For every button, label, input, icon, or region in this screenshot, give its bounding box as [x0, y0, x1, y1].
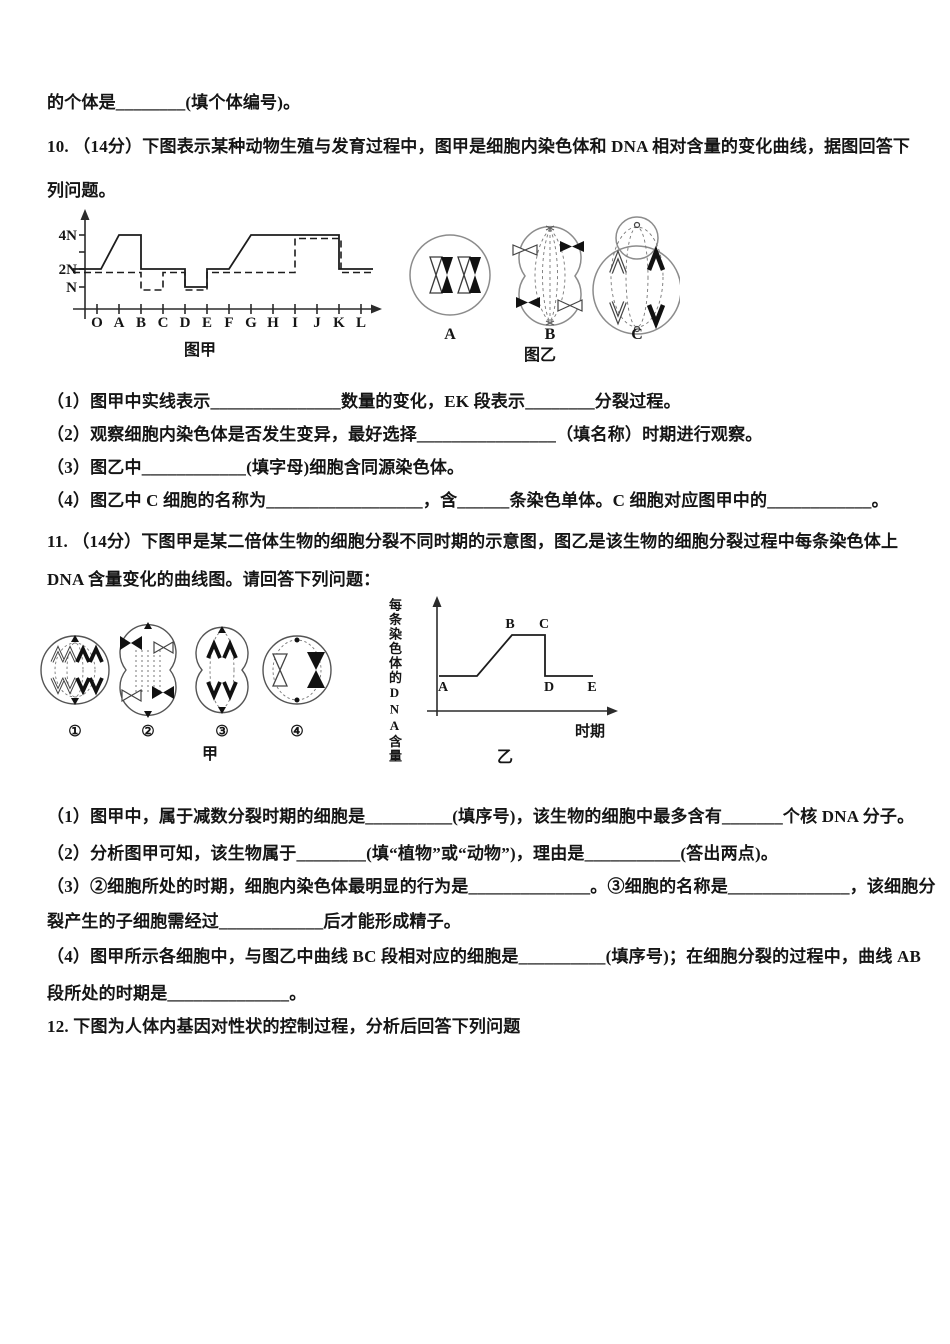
- q10-item-1: （1）图甲中实线表示_______________数量的变化，EK 段表示___…: [47, 392, 681, 411]
- figure-yi-caption: 图乙: [524, 346, 556, 364]
- x-label-o: O: [91, 315, 103, 331]
- q11-stem-line2: DNA 含量变化的曲线图。请回答下列问题：: [47, 570, 381, 589]
- point-label-d: D: [544, 680, 554, 695]
- cell-c: [592, 216, 680, 335]
- x-axis-arrow-icon: [607, 706, 618, 716]
- x-label-h: H: [267, 315, 279, 331]
- lead-line: 的个体是________(填个体编号)。: [47, 93, 301, 112]
- x-label-f: F: [224, 315, 233, 331]
- q10-item-4: （4）图乙中 C 细胞的名称为__________________，含_____…: [47, 491, 889, 510]
- x-label-e: E: [202, 315, 212, 331]
- q11-item-3-line2: 裂产生的子细胞需经过____________后才能形成精子。: [47, 912, 461, 931]
- solid-dna-curve: [73, 234, 373, 288]
- cell-a: [409, 234, 491, 316]
- point-label-c: C: [539, 617, 549, 632]
- dna-per-chromosome-curve: [439, 634, 593, 677]
- q10-figure-yi-cells: A B C 图乙: [409, 216, 680, 364]
- x-label-a: A: [114, 315, 125, 331]
- x-label-g: G: [245, 315, 257, 331]
- x-label-j: J: [313, 315, 321, 331]
- x-label-k: K: [333, 315, 345, 331]
- cell-a-label: A: [444, 326, 456, 343]
- y-axis-title: 每条染色体的DNA含量: [387, 598, 402, 764]
- cell-4-label: ④: [290, 724, 303, 740]
- q11-item-4-line1: （4）图甲所示各细胞中，与图乙中曲线 BC 段相对应的细胞是__________…: [47, 947, 922, 966]
- q12-stem: 12. 下图为人体内基因对性状的控制过程，分析后回答下列问题: [47, 1017, 521, 1036]
- x-label-i: I: [292, 315, 298, 331]
- spindle-fibers: [534, 228, 566, 324]
- cell-c-label: C: [631, 326, 643, 343]
- point-label-b: B: [505, 617, 514, 632]
- y-axis-arrow-icon: [80, 209, 90, 220]
- q10-figure-jia-chart: 4N 2N N O A B C D E F G H I J K L 图甲: [59, 209, 382, 359]
- q11-figure-jia-cells: ① ② ③ ④ 甲: [40, 622, 332, 763]
- q10-stem-line1: 10. （14分）下图表示某种动物生殖与发育过程中，图甲是细胞内染色体和 DNA…: [47, 137, 911, 156]
- cell-4: [262, 635, 332, 705]
- q11-item-1: （1）图甲中，属于减数分裂时期的细胞是__________(填序号)，该生物的细…: [47, 807, 915, 826]
- y-axis-arrow-icon: [432, 596, 442, 607]
- spindle-fibers: [610, 226, 664, 328]
- y-label-4n: 4N: [59, 228, 78, 244]
- y-label-2n: 2N: [59, 262, 78, 278]
- x-label-b: B: [136, 315, 146, 331]
- x-axis-arrow-icon: [371, 304, 382, 314]
- q10-item-2: （2）观察细胞内染色体是否发生变异，最好选择________________（填…: [47, 425, 763, 444]
- q11-stem-line1: 11. （14分）下图甲是某二倍体生物的细胞分裂不同时期的示意图，图乙是该生物的…: [47, 532, 899, 551]
- q10-item-3: （3）图乙中____________(填字母)细胞含同源染色体。: [47, 458, 465, 477]
- q10-stem-line2: 列问题。: [47, 181, 116, 200]
- point-label-a: A: [438, 680, 449, 695]
- x-label-l: L: [356, 315, 366, 331]
- x-label-d: D: [180, 315, 191, 331]
- cell-b: [512, 225, 584, 327]
- dashed-chromosome-curve: [73, 237, 373, 291]
- point-label-e: E: [587, 680, 596, 695]
- x-label-c: C: [158, 315, 169, 331]
- q11-item-3-line1: （3）②细胞所处的时期，细胞内染色体最明显的行为是______________。…: [47, 877, 936, 896]
- axes: [427, 602, 610, 716]
- x-axis-title: 时期: [575, 722, 605, 740]
- cell-3-label: ③: [215, 724, 228, 740]
- axes: [73, 215, 373, 319]
- cell-2: [119, 622, 177, 718]
- figure-jia-caption: 图甲: [184, 341, 216, 359]
- cell-1-label: ①: [68, 724, 81, 740]
- cell-1: [40, 635, 110, 705]
- y-label-n: N: [66, 280, 77, 296]
- q11-item-2: （2）分析图甲可知，该生物属于________(填“植物”或“动物”)，理由是_…: [47, 844, 779, 863]
- q11-item-4-line2: 段所处的时期是______________。: [47, 984, 307, 1003]
- cell-b-label: B: [545, 326, 556, 343]
- q11-figure-yi-chart: A B C D E 时期 乙: [427, 596, 618, 766]
- cell-2-label: ②: [141, 724, 154, 740]
- figure-yi-caption: 乙: [497, 749, 513, 766]
- cell-3: [195, 626, 249, 714]
- figure-jia-caption: 甲: [202, 745, 218, 763]
